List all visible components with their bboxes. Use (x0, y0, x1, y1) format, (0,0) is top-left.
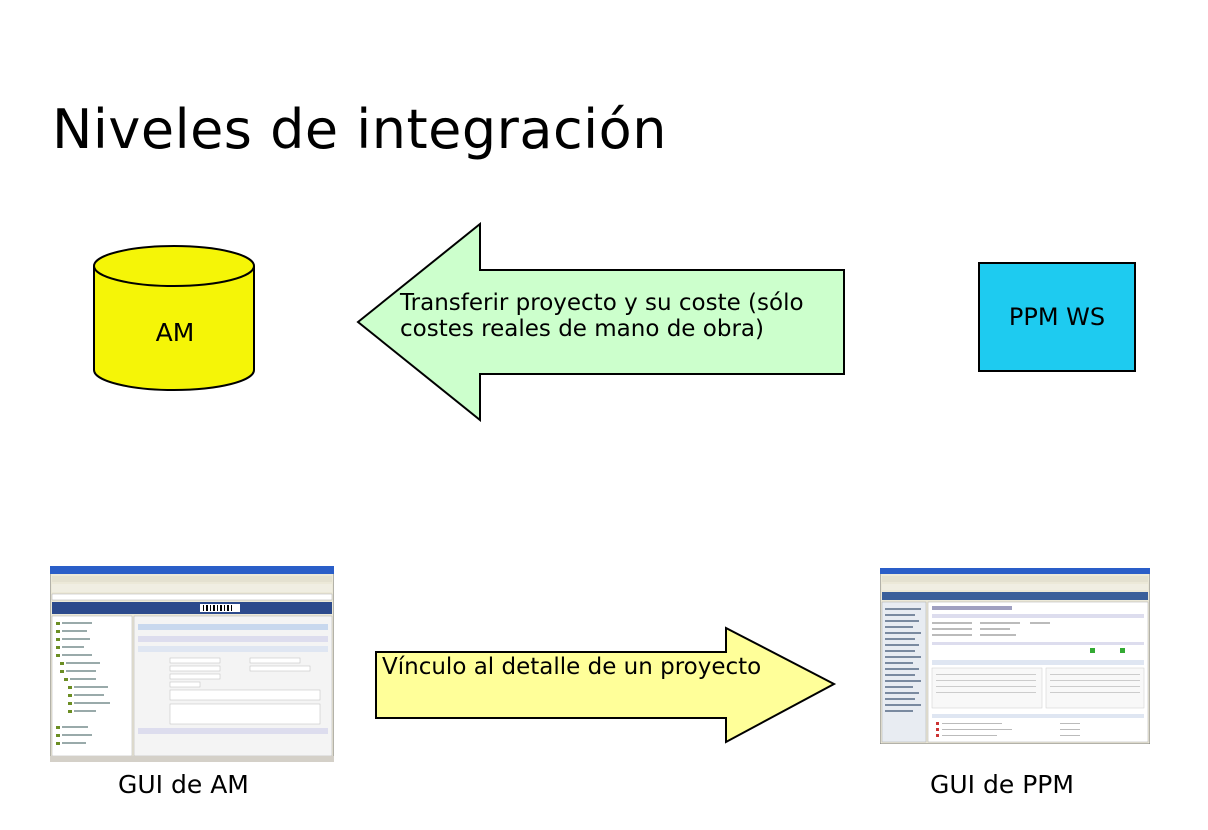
ppm-gui-caption: GUI de PPM (930, 770, 1074, 799)
am-gui-caption: GUI de AM (118, 770, 249, 799)
ppm-ws-label: PPM WS (1008, 303, 1106, 331)
link-arrow (375, 626, 837, 744)
transfer-arrow-line1: Transferir proyecto y su coste (sólo (400, 290, 804, 316)
slide-title: Niveles de integración (52, 98, 667, 161)
link-arrow-label: Vínculo al detalle de un proyecto (382, 654, 762, 680)
am-database-icon (93, 245, 255, 391)
transfer-arrow-line2: costes reales de mano de obra) (400, 316, 764, 342)
transfer-arrow (356, 222, 845, 422)
ppm-ws-box: PPM WS (978, 262, 1136, 372)
am-database-label: AM (155, 318, 195, 347)
transfer-arrow-text: Transferir proyecto y su coste (sólo cos… (400, 290, 840, 342)
ppm-gui-screenshot (880, 568, 1150, 744)
am-gui-screenshot (50, 566, 334, 762)
